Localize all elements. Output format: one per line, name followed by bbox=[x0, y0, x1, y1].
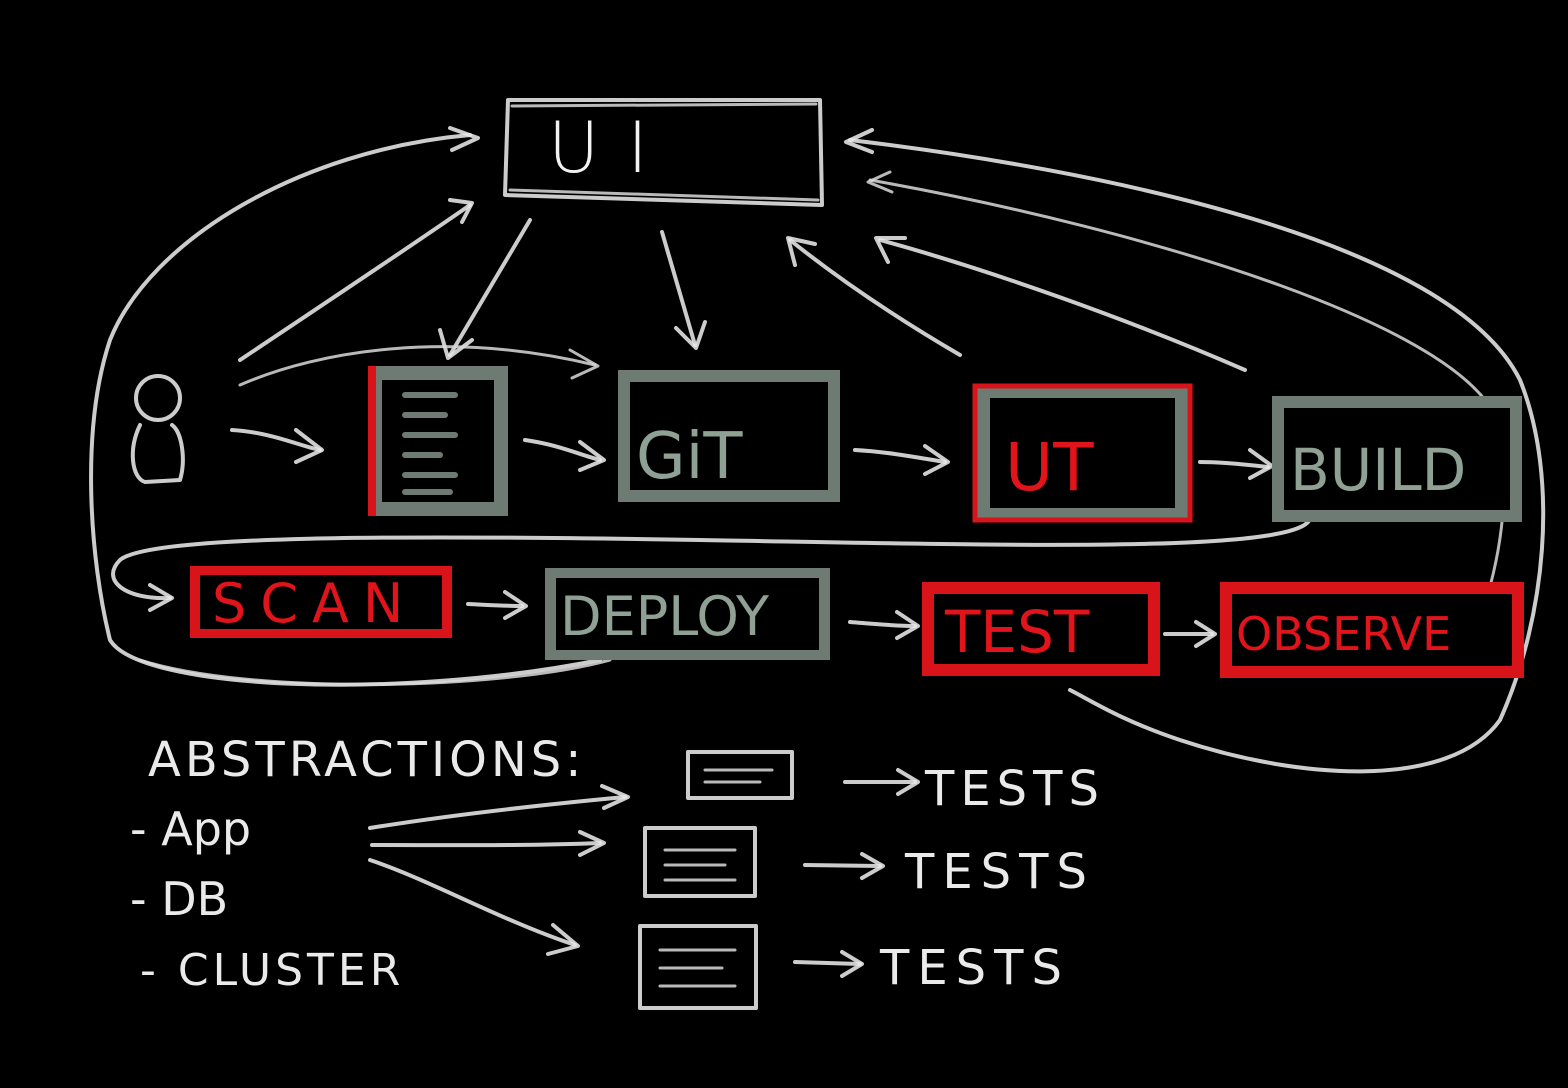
arrow-doc-git bbox=[523, 438, 602, 462]
abstraction-doc-icon bbox=[686, 750, 794, 800]
abstractions-section: ABSTRACTIONS: - App - DB - CLUSTER bbox=[130, 732, 1105, 1010]
arrow-deploy-test bbox=[848, 620, 917, 628]
arrow-head bbox=[1194, 620, 1217, 648]
arrow-head bbox=[294, 428, 324, 464]
test-node: TEST bbox=[922, 582, 1160, 676]
arrow-scan-deploy bbox=[466, 602, 524, 608]
test-node-label: TEST bbox=[944, 598, 1090, 666]
abstraction-item-cluster: - CLUSTER bbox=[140, 945, 404, 996]
abstraction-doc-icon bbox=[643, 826, 757, 898]
feedback-loops bbox=[89, 126, 1546, 774]
person-icon bbox=[130, 374, 185, 484]
ui-node: UI bbox=[503, 98, 824, 207]
tests-label: TESTS bbox=[924, 761, 1105, 817]
arrow-head bbox=[923, 444, 950, 476]
abstraction-item-app: - App bbox=[130, 802, 251, 856]
deploy-node-label: DEPLOY bbox=[560, 585, 770, 648]
deploy-node: DEPLOY bbox=[545, 568, 830, 660]
tests-label: TESTS bbox=[904, 844, 1095, 900]
arrow-head bbox=[578, 440, 606, 472]
observe-node: OBSERVE bbox=[1220, 582, 1524, 678]
tests-label: TESTS bbox=[879, 940, 1070, 996]
git-node: GiT bbox=[618, 370, 840, 502]
arrow-git-ut bbox=[853, 448, 947, 464]
arrow-head bbox=[895, 610, 920, 640]
arrow-person-doc bbox=[230, 428, 322, 452]
document-icon bbox=[368, 366, 508, 516]
abstraction-doc-icon bbox=[638, 924, 758, 1010]
scan-node-label: SCAN bbox=[212, 572, 417, 635]
ut-node: UT bbox=[972, 383, 1193, 523]
ui-node-label: UI bbox=[548, 107, 676, 189]
build-node-label: BUILD bbox=[1290, 436, 1466, 504]
arrow-ut-build bbox=[1198, 460, 1270, 469]
build-node: BUILD bbox=[1272, 396, 1522, 522]
ut-node-label: UT bbox=[1005, 429, 1094, 506]
observe-node-label: OBSERVE bbox=[1236, 607, 1451, 661]
abstractions-heading: ABSTRACTIONS: bbox=[148, 732, 585, 788]
git-node-label: GiT bbox=[636, 420, 743, 494]
arrow-head bbox=[503, 590, 528, 620]
abstraction-item-db: - DB bbox=[130, 872, 228, 926]
scan-node: SCAN bbox=[190, 566, 452, 638]
